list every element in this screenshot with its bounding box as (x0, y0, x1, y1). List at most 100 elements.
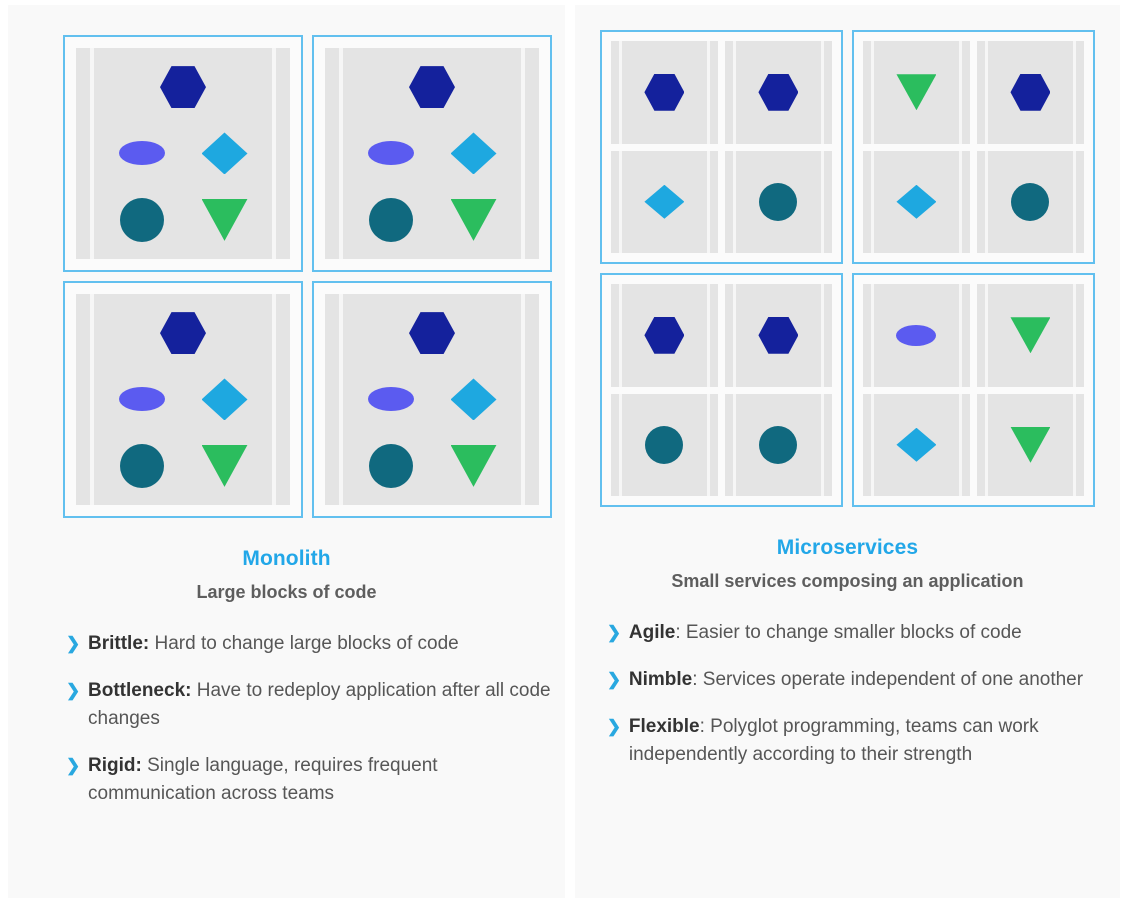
circle-icon (119, 443, 164, 488)
ellipse-icon (118, 141, 165, 166)
monolith-panel: Monolith Large blocks of code ❯ Brittle:… (8, 5, 565, 898)
ellipse-icon (118, 387, 165, 412)
service-cell (862, 284, 970, 387)
microservices-subtitle: Small services composing an application (671, 571, 1024, 591)
monolith-block (325, 48, 539, 259)
circle-icon (368, 197, 413, 242)
list-item: ❯ Brittle: Hard to change large blocks o… (66, 630, 551, 658)
monolith-block (76, 294, 290, 505)
hexagon-icon (160, 66, 206, 109)
monolith-box-1 (63, 35, 303, 272)
bullet-term: Brittle: (88, 633, 150, 654)
bullet-text: Have to redeploy application after all c… (88, 680, 551, 729)
circle-icon (368, 443, 413, 488)
service-cell (610, 393, 718, 496)
diamond-icon (450, 378, 497, 421)
hexagon-icon (644, 73, 685, 111)
monolith-headings: Monolith Large blocks of code (8, 518, 565, 606)
service-cell (862, 41, 970, 144)
list-item: ❯ Agile: Easier to change smaller blocks… (607, 619, 1104, 647)
triangle-icon (450, 444, 497, 487)
monolith-bullet-list: ❯ Brittle: Hard to change large blocks o… (8, 606, 565, 808)
panel-divider (565, 0, 575, 906)
hexagon-icon (1010, 73, 1051, 111)
service-cell (724, 393, 832, 496)
triangle-icon (450, 198, 497, 241)
service-cell (724, 41, 832, 144)
triangle-icon (201, 198, 248, 241)
service-cell (610, 41, 718, 144)
ellipse-icon (896, 324, 937, 346)
bullet-text: Single language, requires frequent commu… (88, 755, 438, 804)
bullet-term: Bottleneck: (88, 680, 192, 701)
circle-icon (759, 182, 798, 221)
hexagon-icon (409, 312, 455, 355)
service-cell (610, 284, 718, 387)
bullet-term: Agile (628, 622, 676, 643)
service-cell (610, 150, 718, 253)
service-cell (724, 150, 832, 253)
chevron-right-icon: ❯ (66, 756, 81, 775)
service-cell (862, 393, 970, 496)
triangle-icon (896, 74, 937, 111)
chevron-right-icon: ❯ (606, 623, 622, 642)
circle-icon (759, 425, 798, 464)
diamond-icon (896, 184, 937, 219)
monolith-diagram (8, 5, 565, 518)
service-cell (976, 284, 1084, 387)
bullet-term: Flexible (628, 716, 700, 737)
triangle-icon (1010, 317, 1051, 354)
bullet-text: : Easier to change smaller blocks of cod… (675, 622, 1022, 643)
service-cell (724, 284, 832, 387)
circle-icon (119, 197, 164, 242)
microservices-panel: Microservices Small services composing a… (574, 5, 1120, 898)
list-item: ❯ Rigid: Single language, requires frequ… (66, 752, 551, 808)
hexagon-icon (409, 66, 455, 109)
list-item: ❯ Nimble: Services operate independent o… (607, 666, 1104, 694)
hexagon-icon (758, 73, 799, 111)
monolith-block (325, 294, 539, 505)
monolith-block (76, 48, 290, 259)
chevron-right-icon: ❯ (606, 670, 622, 689)
diamond-icon (896, 427, 937, 462)
service-cell (976, 393, 1084, 496)
hexagon-icon (758, 316, 799, 354)
circle-icon (1011, 182, 1050, 221)
bullet-text: : Polyglot programming, teams can work i… (628, 716, 1039, 765)
triangle-icon (201, 444, 248, 487)
microservices-title: Microservices (776, 536, 919, 559)
circle-icon (645, 425, 684, 464)
diamond-icon (201, 378, 248, 421)
microservice-box-1 (599, 30, 843, 264)
diamond-icon (450, 132, 497, 175)
monolith-box-4 (312, 281, 552, 518)
service-cell (976, 41, 1084, 144)
microservice-box-2 (851, 30, 1095, 264)
microservice-box-4 (851, 273, 1095, 507)
diamond-icon (201, 132, 248, 175)
monolith-box-3 (63, 281, 303, 518)
list-item: ❯ Bottleneck: Have to redeploy applicati… (66, 677, 551, 733)
chevron-right-icon: ❯ (606, 717, 622, 736)
monolith-title: Monolith (242, 547, 331, 570)
service-cell (862, 150, 970, 253)
microservices-headings: Microservices Small services composing a… (575, 507, 1120, 595)
microservice-box-3 (599, 273, 843, 507)
ellipse-icon (367, 387, 414, 412)
ellipse-icon (367, 141, 414, 166)
hexagon-icon (644, 316, 685, 354)
triangle-icon (1010, 426, 1051, 463)
chevron-right-icon: ❯ (66, 634, 81, 653)
bullet-term: Nimble (628, 669, 693, 690)
bullet-text: Hard to change large blocks of code (149, 633, 459, 654)
microservices-bullet-list: ❯ Agile: Easier to change smaller blocks… (575, 595, 1120, 769)
list-item: ❯ Flexible: Polyglot programming, teams … (607, 713, 1104, 769)
diamond-icon (644, 184, 685, 219)
hexagon-icon (160, 312, 206, 355)
monolith-subtitle: Large blocks of code (196, 582, 377, 602)
microservices-diagram (575, 5, 1120, 507)
bullet-text: : Services operate independent of one an… (692, 669, 1084, 690)
service-cell (976, 150, 1084, 253)
chevron-right-icon: ❯ (66, 681, 81, 700)
